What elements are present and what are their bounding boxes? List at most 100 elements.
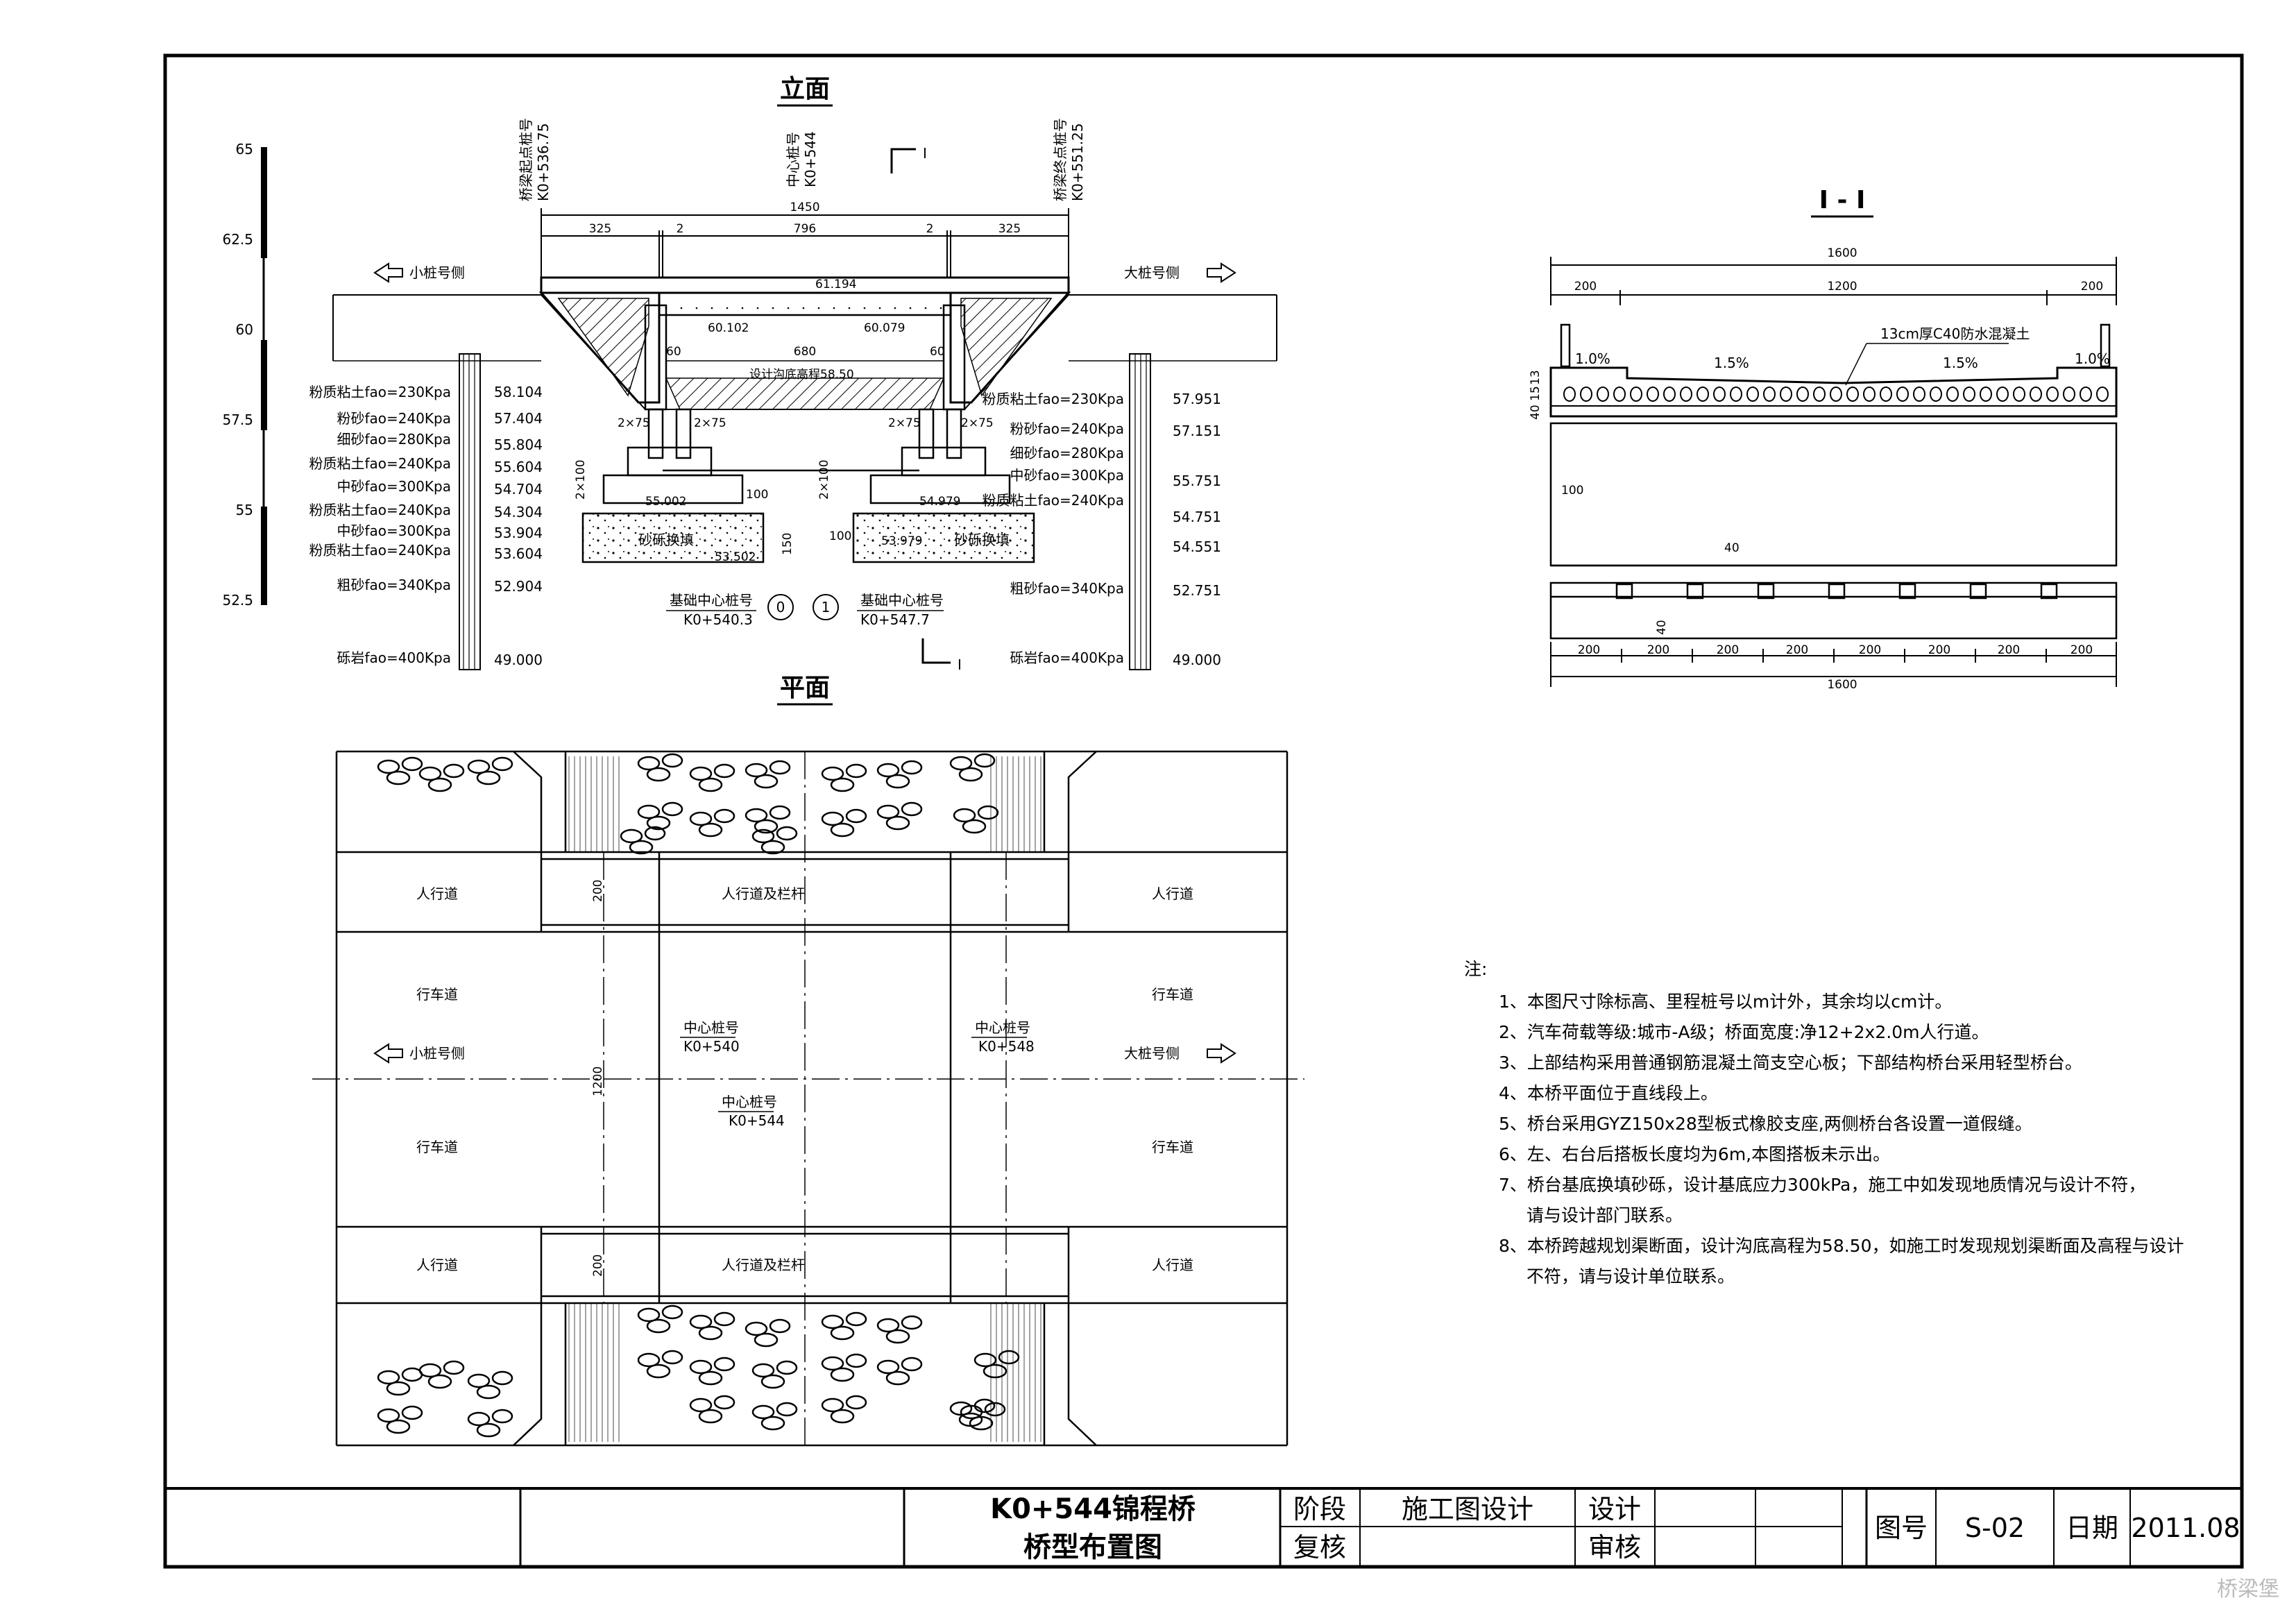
note-6: 6、左、右台后搭板长度均为6m,本图搭板未示出。: [1499, 1144, 1890, 1164]
bearing-block: [1828, 583, 1846, 600]
right-layer-8-elev: 49.000: [1173, 652, 1221, 668]
railing-left: [1560, 323, 1571, 368]
approve-label: 审核: [1588, 1532, 1641, 1563]
found-center-value-left: K0+540.3: [683, 611, 753, 628]
right-layer-8-name: 砾岩fao=400Kpa: [1010, 649, 1124, 666]
section-dim-bottom-7: 200: [1998, 643, 2020, 657]
left-layer-2-name: 粉砂fao=240Kpa: [337, 410, 451, 427]
bearing-block: [1686, 583, 1704, 600]
slab-hole: [2080, 386, 2092, 402]
dim-2-right: 2: [926, 222, 934, 236]
cobble-stone: [418, 1360, 465, 1389]
pile-dim-1: 2×75: [618, 416, 650, 430]
slab-hole: [1780, 386, 1792, 402]
note-7a: 7、桥台基底换填砂砾，设计基底应力300kPa，施工中如发现地质情况与设计不符，: [1499, 1175, 2145, 1195]
cobble-stone: [689, 1357, 735, 1386]
plan-center-right-value: K0+548: [978, 1038, 1035, 1055]
cobble-stone: [377, 756, 423, 785]
section-dim-top-left: 200: [1574, 280, 1597, 294]
elevation-top-dimensions: [541, 208, 1069, 278]
left-layer-6-name: 粉质粘土fao=240Kpa: [309, 502, 451, 518]
gravel-right-bottom-elevation: 53.979: [881, 534, 922, 548]
left-layer-3-name: 细砂fao=280Kpa: [337, 431, 451, 448]
sidewalk-right-bottom: 人行道: [1152, 1257, 1193, 1273]
note-3: 3、上部结构采用普通钢筋混凝土简支空心板；下部结构桥台采用轻型桥台。: [1499, 1053, 2082, 1073]
cobble-stone: [418, 763, 465, 792]
plan-dim-200-bottom: 200: [591, 1255, 605, 1277]
channel-bottom-elevation: 设计沟底高程58.50: [749, 368, 854, 382]
sidewalk-rail-top: 人行道及栏杆: [722, 885, 805, 902]
slab-hole: [1697, 386, 1709, 402]
slab-hole: [2046, 386, 2059, 402]
section-mark-top: [890, 148, 916, 173]
left-layer-4-elev: 55.604: [494, 459, 543, 475]
right-borehole-layers: 粉质粘土fao=230Kpa 57.951 粉砂fao=240Kpa 57.15…: [982, 391, 1221, 668]
bearing-block: [1898, 583, 1916, 600]
slab-hole: [1613, 386, 1626, 402]
plan-view: 平面: [312, 674, 1304, 1447]
cobble-stone: [689, 808, 735, 838]
right-layer-1-elev: 57.951: [1173, 391, 1221, 407]
abutment-1-label: 1: [822, 599, 831, 615]
right-bearing-elevation: 60.079: [864, 321, 905, 335]
note-7b: 请与设计部门联系。: [1527, 1205, 1683, 1225]
slab-hole: [2096, 386, 2109, 402]
carriageway-left-top: 行车道: [416, 986, 458, 1003]
slab-hole: [1813, 386, 1826, 402]
section-overall-top: 1600: [1827, 246, 1857, 260]
cobble-stone: [876, 760, 923, 789]
right-layer-3-name: 细砂fao=280Kpa: [1010, 445, 1124, 461]
abutment-1-marker: [813, 594, 839, 620]
channel-lining: [665, 377, 945, 410]
section-mark-top-label: I: [923, 145, 927, 162]
gravel-fill-left: [581, 512, 765, 563]
left-layer-4-name: 粉质粘土fao=240Kpa: [309, 455, 451, 472]
plan-dim-200-top: 200: [591, 880, 605, 902]
footing-left-elevation: 55.002: [645, 495, 686, 509]
right-layer-2-name: 粉砂fao=240Kpa: [1010, 420, 1124, 437]
right-borehole: [1129, 353, 1151, 670]
section-dim-100: 100: [1561, 484, 1583, 498]
elevation-scale: 65 62.5 60 57.5 55 52.5: [222, 141, 267, 609]
sidewalk-left-top: 人行道: [416, 885, 458, 902]
cobble-stone: [949, 753, 996, 782]
abutment-0-label: 0: [776, 599, 785, 615]
cobble-stone: [689, 1395, 735, 1424]
cobble-stone: [821, 1311, 867, 1341]
dim-2-left: 2: [677, 222, 684, 236]
project-title-line1: K0+544锦程桥: [990, 1493, 1196, 1525]
slab-hole: [1996, 386, 2009, 402]
cobble-stone: [467, 1370, 513, 1400]
drawing-frame: [163, 53, 2244, 1569]
section-dim-top-mid: 1200: [1827, 280, 1857, 294]
dim-325-right: 325: [998, 222, 1021, 236]
slab-hole: [1763, 386, 1776, 402]
overall-span-dim: 1450: [790, 201, 819, 214]
left-layer-9-name: 粗砂fao=340Kpa: [337, 577, 451, 593]
slab-hole: [1647, 386, 1659, 402]
slab-hole: [1896, 386, 1909, 402]
dim-796: 796: [794, 222, 816, 236]
section-dim-bottom-6: 200: [1928, 643, 1950, 657]
slope-4: 1.0%: [2075, 350, 2110, 367]
gravel-fill-right: [852, 512, 1035, 563]
cobble-stone: [745, 805, 791, 834]
note-8b: 不符，请与设计单位联系。: [1527, 1266, 1735, 1286]
slab-hole: [1863, 386, 1876, 402]
section-dim-bottom-5: 200: [1859, 643, 1881, 657]
section-left-dim-15: 15: [1529, 386, 1542, 401]
design-label: 设计: [1588, 1494, 1641, 1524]
note-8a: 8、本桥跨越规划渠断面，设计沟底高程为58.50，如施工时发现规划渠断面及高程与…: [1499, 1236, 2184, 1256]
left-layer-8-elev: 53.604: [494, 545, 543, 562]
dim-680: 680: [794, 345, 816, 359]
stage-value: 施工图设计: [1402, 1494, 1533, 1524]
notes: 注: 1、本图尺寸除标高、里程桩号以m计外，其余均以cm计。 2、汽车荷载等级:…: [1464, 959, 2184, 1286]
hollow-slab-deck: [1549, 366, 2118, 424]
sidewalk-rail-bottom: 人行道及栏杆: [722, 1257, 805, 1273]
left-layer-1-elev: 58.104: [494, 384, 543, 400]
gravel-left-bottom-elevation: 53.502: [715, 550, 756, 564]
right-layer-7-name: 粗砂fao=340Kpa: [1010, 580, 1124, 597]
plan-title: 平面: [780, 674, 830, 702]
left-layer-5-name: 中砂fao=300Kpa: [337, 478, 451, 495]
found-center-label-left: 基础中心桩号: [670, 592, 753, 609]
